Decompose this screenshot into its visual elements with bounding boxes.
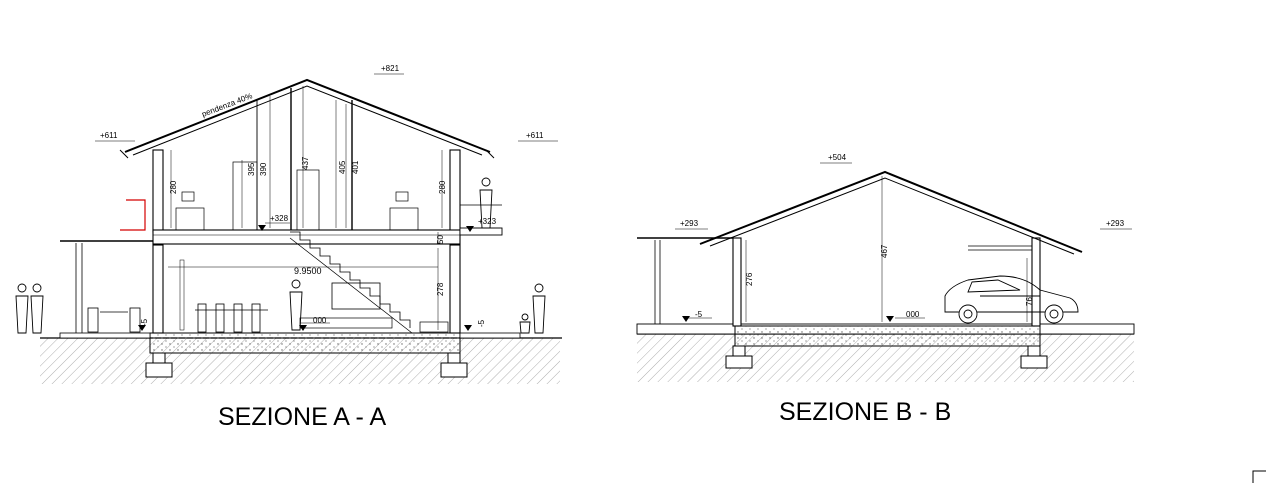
- bench-a: [419, 321, 449, 333]
- lamp-a: [179, 259, 185, 331]
- elevation-label-eave-left-a: +611: [100, 131, 118, 140]
- elevation-label-ridge-a: +821: [381, 64, 400, 73]
- wall-right-ground-a: [449, 244, 461, 334]
- wall-right-upper-a: [449, 149, 461, 233]
- balcony-right-a: [459, 227, 503, 236]
- wall-left-upper-a: [152, 149, 164, 233]
- dimension-lines-b: [745, 176, 1028, 322]
- wall-left-b: [732, 237, 742, 327]
- corner-crop-mark: [1252, 470, 1266, 483]
- section-b: +504 +293 +293 000 -5 467 276 76 SEZIONE…: [636, 153, 1135, 426]
- stair-stringer-a: [289, 237, 413, 334]
- elevation-label-balcony-a: +323: [478, 217, 497, 226]
- exterior-paving-right-a: [459, 332, 521, 339]
- red-railing-a: [120, 199, 146, 231]
- dimension-label-6-a: 401: [351, 160, 360, 174]
- footing-left-b: [725, 355, 753, 369]
- elevation-label-upper-floor-a: +328: [270, 214, 289, 223]
- slab-a: [149, 332, 461, 354]
- wall-left-ground-a: [152, 244, 164, 334]
- dimension-lines-a: [168, 86, 443, 330]
- roof-a: [124, 78, 491, 153]
- elev-triangle-5-a: [464, 325, 472, 331]
- footing-right-a: [440, 362, 468, 378]
- dimension-label-1-b: 467: [880, 244, 889, 258]
- elevation-label-eave-left-b: +293: [680, 219, 699, 228]
- foundation-right-b: [1027, 345, 1041, 357]
- footing-right-b: [1020, 355, 1048, 369]
- elevation-label-exterior-left-a: -5: [140, 318, 149, 326]
- roof-eave-right-a: [485, 149, 495, 159]
- elevation-label-eave-right-a: +611: [526, 131, 544, 140]
- dimension-label-1-a: 280: [169, 180, 178, 194]
- carport-rack-b: [968, 245, 1032, 251]
- roof-b: [699, 170, 1083, 253]
- monitor-right-a: [395, 191, 409, 202]
- dimension-label-2-b: 276: [745, 272, 754, 286]
- people-a: [15, 177, 546, 334]
- elev-triangle-1-a: [258, 225, 266, 231]
- car-b: [944, 275, 1079, 324]
- dimension-label-4-a: 437: [301, 156, 310, 170]
- dimension-label-9-a: 278: [436, 282, 445, 296]
- dimension-label-2-a: 395: [247, 162, 256, 176]
- elev-triangle-3-a: [299, 325, 307, 331]
- staircase-a: [290, 231, 411, 328]
- roof-inner-b: [709, 177, 1075, 255]
- elevation-label-ridge-b: +504: [828, 153, 847, 162]
- dining-set-a: [195, 303, 268, 333]
- foundation-left-b: [732, 345, 746, 357]
- elevation-markers-a: [95, 73, 558, 324]
- slab-b: [734, 325, 1041, 347]
- elev-triangle-4-a: [138, 325, 146, 331]
- elev-triangle-2-a: [466, 226, 474, 232]
- exterior-paving-left-a: [59, 332, 151, 339]
- section-title-a: SEZIONE A - A: [218, 403, 386, 431]
- dimension-label-3-a: 390: [259, 162, 268, 176]
- foundation-right-a: [447, 352, 461, 364]
- dimension-label-3-b: 76: [1025, 297, 1034, 306]
- door-upper-1-a: [232, 161, 258, 231]
- desk-left-a: [175, 207, 205, 231]
- door-upper-2-a: [296, 169, 320, 231]
- elev-triangle-1-b: [886, 316, 894, 322]
- section-a: +821 +611 +611 +328 +323 000 -5 -5 280 3…: [15, 64, 562, 431]
- elev-triangle-2-b: [682, 316, 690, 322]
- desk-right-a: [389, 207, 419, 231]
- porch-furniture-a: [87, 307, 141, 333]
- foundation-left-a: [152, 352, 166, 364]
- footing-left-a: [145, 362, 173, 378]
- elevation-label-eave-right-b: +293: [1106, 219, 1125, 228]
- elevation-label-ground-b: 000: [906, 310, 920, 319]
- elevation-label-exterior-right-a: -5: [477, 319, 486, 327]
- span-dimension-label-a: 9.9500: [294, 266, 322, 276]
- dimension-label-5-a: 405: [338, 160, 347, 174]
- elevation-label-ground-a: 000: [313, 316, 327, 325]
- dimension-label-8-a: 50: [436, 235, 445, 244]
- floor-slab-a: [152, 229, 461, 245]
- elevation-markers-b: [675, 162, 1132, 319]
- monitor-left-a: [181, 191, 195, 202]
- roof-inner-a: [132, 85, 483, 156]
- cabinet-a: [331, 282, 381, 310]
- wall-right-b: [1031, 237, 1041, 327]
- section-title-b: SEZIONE B - B: [779, 398, 951, 426]
- elevation-label-exterior-b: -5: [695, 310, 703, 319]
- roof-eave-left-a: [119, 149, 129, 159]
- dimension-label-7-a: 280: [438, 180, 447, 194]
